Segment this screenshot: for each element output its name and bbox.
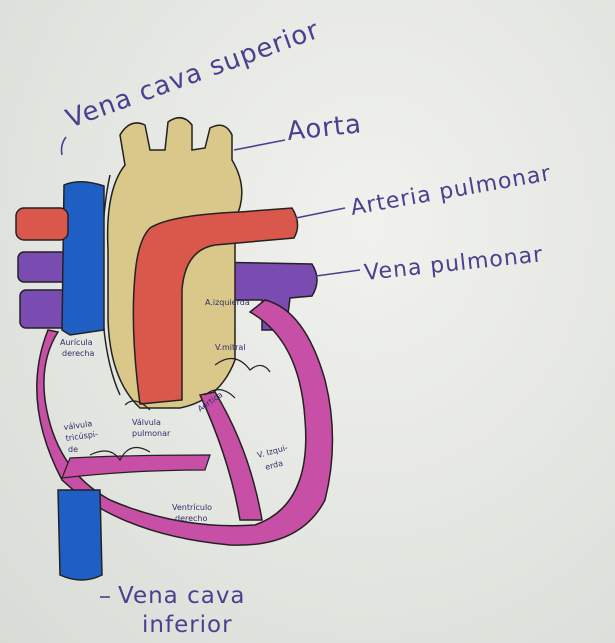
label-auricula-izquierda: A.izquierda [205, 298, 250, 307]
leader-aorta [234, 140, 285, 150]
label-vena-cava-inferior-2: inferior [142, 612, 233, 638]
leader-vena-pulmonar [316, 270, 360, 276]
vena-cava-shape [58, 182, 104, 580]
label-arteria-pulmonar: Arteria pulmonar [349, 161, 554, 221]
label-valvula-tricuspide-2: tricúspi- [65, 430, 99, 443]
label-valvula-pulmonar-1: Válvula [132, 418, 161, 427]
label-vena-pulmonar: Vena pulmonar [363, 242, 544, 286]
leader-arteria-pulmonar [296, 208, 345, 218]
leader-vena-cava-superior [62, 137, 67, 155]
label-ventriculo-derecho-2: derecho [175, 514, 208, 523]
label-valvula-pulmonar-2: pulmonar [132, 429, 171, 438]
label-ventriculo-izquierdo-1: V. Izqui- [256, 443, 289, 460]
label-ventriculo-derecho-1: Ventrículo [172, 503, 212, 512]
label-auricula-derecha-2: derecha [62, 349, 95, 358]
label-ventriculo-izquierdo-2: erda [264, 459, 284, 472]
label-auricula-derecha-1: Aurícula [60, 338, 93, 347]
label-valvula-mitral: V.mitral [215, 343, 246, 352]
label-valvula-tricuspide-3: de [68, 445, 78, 454]
label-aorta: Aorta [286, 109, 364, 147]
arteria-pulmonar-branch-shape [16, 208, 68, 240]
label-vena-cava-superior: Vena cava superior [62, 15, 323, 135]
label-vena-cava-inferior-1: Vena cava [118, 583, 246, 609]
